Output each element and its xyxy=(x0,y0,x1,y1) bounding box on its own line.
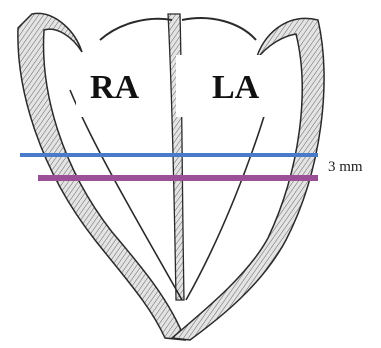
measurement-label: 3 mm xyxy=(328,159,363,175)
ra-label: RA xyxy=(90,69,140,106)
left-atrium-roof xyxy=(182,18,256,40)
right-atrium-roof xyxy=(100,19,172,40)
la-label: LA xyxy=(212,69,260,106)
